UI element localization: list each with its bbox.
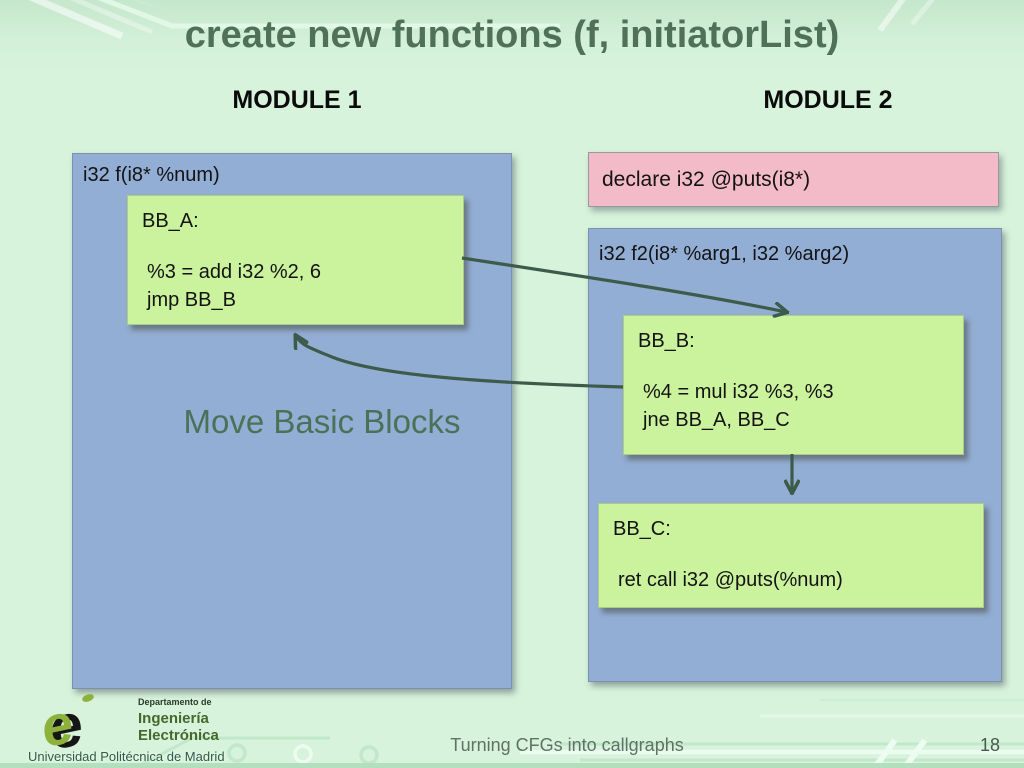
basic-block-bb-b: BB_B: %4 = mul i32 %3, %3 jne BB_A, BB_C bbox=[623, 315, 964, 455]
bb-a-instruction: jmp BB_B bbox=[147, 289, 236, 311]
logo-leaf bbox=[82, 694, 94, 702]
basic-block-bb-a: BB_A: %3 = add i32 %2, 6 jmp BB_B bbox=[127, 195, 464, 325]
page-number: 18 bbox=[980, 735, 1001, 755]
bb-a-instruction: %3 = add i32 %2, 6 bbox=[147, 261, 322, 283]
bb-b-instruction: jne BB_A, BB_C bbox=[643, 409, 790, 431]
footer-caption: Turning CFGs into callgraphs bbox=[450, 735, 684, 755]
move-basic-blocks-label: Move Basic Blocks bbox=[183, 403, 461, 440]
bb-c-label: BB_C: bbox=[613, 518, 671, 540]
department-small-label: Departamento de bbox=[138, 697, 212, 707]
department-text: Departamento de Ingeniería Electrónica bbox=[138, 697, 219, 745]
department-line1: Ingeniería bbox=[138, 710, 209, 727]
module2-box: i32 f2(i8* %arg1, i32 %arg2) bbox=[588, 228, 1002, 682]
bb-b-instruction: %4 = mul i32 %3, %3 bbox=[643, 381, 834, 403]
bb-a-label: BB_A: bbox=[142, 210, 199, 232]
module1-heading: MODULE 1 bbox=[232, 86, 362, 114]
declare-puts-box: declare i32 @puts(i8*) bbox=[588, 152, 999, 207]
upm-logo: e e bbox=[35, 692, 94, 754]
bb-c-instruction: ret call i32 @puts(%num) bbox=[618, 569, 843, 591]
declare-puts-text: declare i32 @puts(i8*) bbox=[602, 167, 811, 191]
slide-title: create new functions (f, initiatorList) bbox=[184, 14, 840, 56]
university-name: Universidad Politécnica de Madrid bbox=[28, 749, 225, 764]
department-line2: Electrónica bbox=[138, 727, 219, 744]
basic-block-bb-c: BB_C: ret call i32 @puts(%num) bbox=[598, 503, 984, 608]
module1-function-signature: i32 f(i8* %num) bbox=[83, 164, 220, 186]
bb-b-label: BB_B: bbox=[638, 330, 695, 352]
module2-function-signature: i32 f2(i8* %arg1, i32 %arg2) bbox=[599, 243, 850, 265]
module2-heading: MODULE 2 bbox=[763, 86, 893, 114]
